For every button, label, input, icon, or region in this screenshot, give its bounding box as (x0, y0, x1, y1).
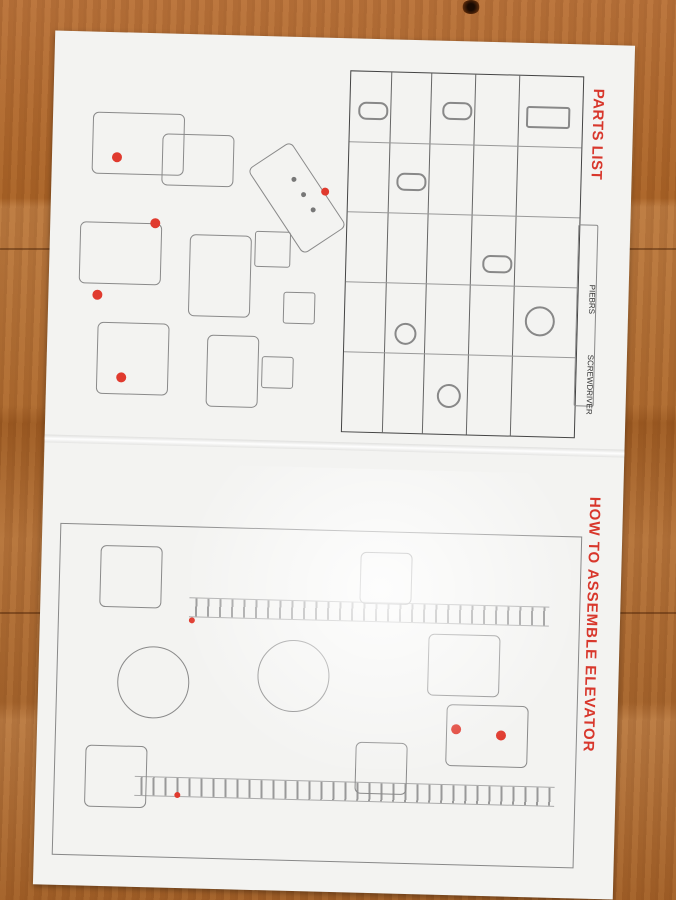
pulley-part-icon (116, 645, 191, 720)
grid-divider (509, 75, 521, 436)
grid-divider (465, 74, 477, 435)
tools-label: PIEBRS (587, 284, 597, 315)
pulley-part-icon (256, 639, 331, 713)
highlight-dot (188, 617, 195, 624)
spring-part-icon (134, 775, 555, 807)
grid-divider (421, 73, 433, 434)
instruction-sheet: PARTS LIST PIEBRS SCREWDRIVER (32, 30, 636, 900)
motor-sketch (83, 744, 148, 809)
motor-sketch (99, 544, 163, 609)
detail-box (254, 230, 292, 268)
diagram-sketch (187, 234, 252, 318)
parts-list-title: PARTS LIST (587, 88, 607, 181)
sheet-fold (44, 434, 625, 458)
part-icon (394, 322, 417, 346)
board-hole (301, 192, 307, 198)
detail-box (260, 356, 294, 389)
diagram-sketch (426, 633, 501, 698)
detail-box (282, 291, 316, 325)
diagram-sketch (78, 221, 163, 286)
diagram-sketch (205, 334, 260, 408)
part-icon (525, 105, 571, 130)
wood-knot-icon (462, 0, 480, 14)
grid-divider (381, 72, 393, 433)
highlight-dot (174, 791, 181, 799)
part-icon (436, 383, 462, 409)
diagram-sketch (161, 133, 235, 188)
part-icon (396, 172, 427, 192)
grid-divider (349, 141, 582, 149)
diagram-sketch (95, 321, 170, 396)
part-icon (524, 305, 556, 337)
board-hole (310, 207, 316, 213)
grid-divider (343, 351, 576, 359)
board-hole (291, 176, 297, 182)
highlight-dot (321, 187, 330, 196)
part-icon (358, 101, 389, 121)
grid-divider (347, 211, 580, 219)
diagram-sketch (445, 704, 529, 769)
parts-grid (340, 70, 585, 439)
assembly-title: HOW TO ASSEMBLE ELEVATOR (579, 496, 604, 753)
motor-sketch (359, 551, 413, 606)
highlight-dot (92, 289, 103, 300)
motor-sketch (354, 741, 408, 796)
part-icon (442, 101, 473, 121)
tools-label: SCREWDRIVER (584, 354, 595, 415)
part-icon (482, 254, 513, 274)
assembly-steps-frame (51, 522, 583, 869)
grid-divider (345, 281, 578, 289)
